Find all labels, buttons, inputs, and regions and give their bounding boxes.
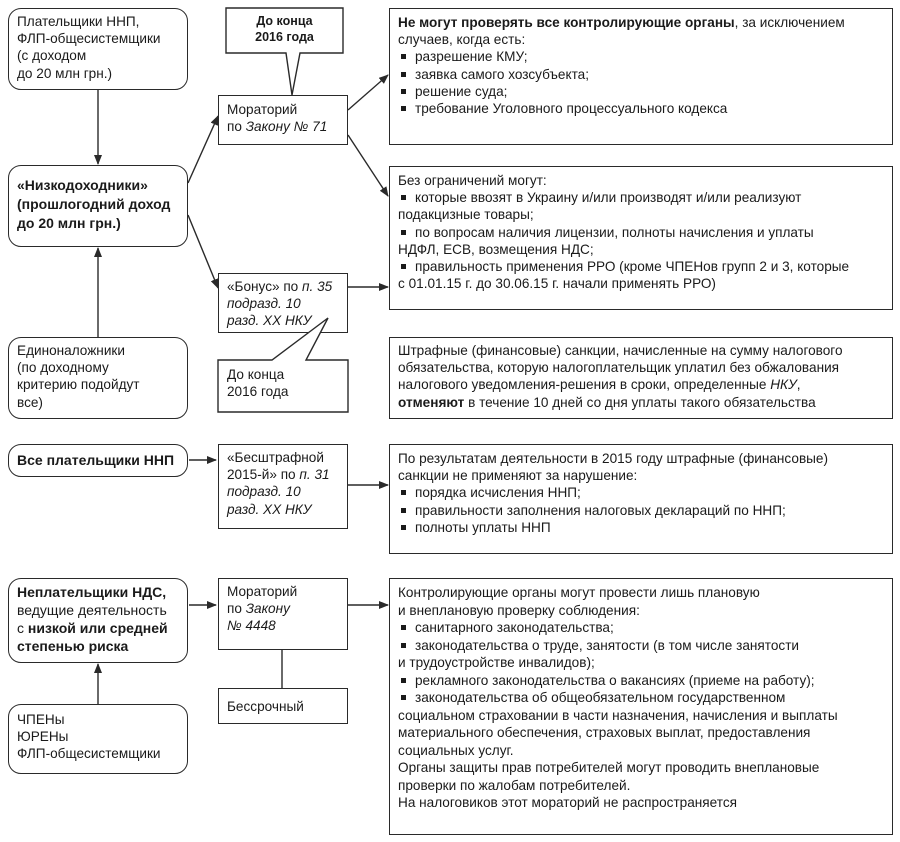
- cannot-check-item: требование Уголовного процессуального ко…: [398, 100, 892, 117]
- payers-box: Плательщики ННП, ФЛП-общесистемщики (с д…: [8, 8, 188, 90]
- penalty-free-box: «Бесштрафной 2015-й» по п. 31 подразд. 1…: [218, 444, 348, 529]
- arrow-lowincome-to-bonus: [187, 214, 219, 289]
- results-item: правильности заполнения налоговых деклар…: [398, 502, 892, 519]
- controls-item: рекламного законодательства о вакансиях …: [398, 672, 892, 690]
- all-payers-box: Все плательщики ННП: [8, 444, 188, 477]
- controls-item: санитарного законодательства;: [398, 619, 892, 637]
- penalties-box: Штрафные (финансовые) санкции, начисленн…: [389, 337, 893, 419]
- cannot-check-item: заявка самого хозсубъекта;: [398, 66, 892, 83]
- cannot-check-item: разрешение КМУ;: [398, 48, 892, 65]
- arrow-moratorium-to-unlimited: [347, 134, 389, 197]
- indefinite-box: Бессрочный: [218, 688, 348, 724]
- non-vat-box: Неплательщики НДС, ведущие деятельность …: [8, 578, 188, 663]
- moratorium-71-box: Мораторий по Закону № 71: [218, 95, 348, 145]
- cannot-check-box: Не могут проверять все контролирующие ор…: [389, 8, 893, 145]
- moratorium-4448-box: Мораторий по Закону № 4448: [218, 578, 348, 650]
- cannot-check-item: решение суда;: [398, 83, 892, 100]
- single-tax-box: Единоналожники (по доходному критерию по…: [8, 337, 188, 419]
- arrow-lowincome-to-moratorium: [187, 115, 219, 184]
- callout-until-2016-top-text: До конца 2016 года: [255, 14, 314, 44]
- results-item: порядка исчисления ННП;: [398, 484, 892, 501]
- controls-item: законодательства о труде, занятости (в т…: [398, 637, 892, 655]
- bonus-box: «Бонус» по п. 35 подразд. 10 разд. XX НК…: [218, 273, 348, 333]
- unlimited-box: Без ограничений могут: которые ввозят в …: [389, 166, 893, 310]
- arrow-moratorium-to-cannotcheck: [347, 74, 389, 111]
- controls-item: законодательства об общеобязательном гос…: [398, 689, 892, 707]
- entities-box: ЧПЕНы ЮРЕНы ФЛП-общесистемщики: [8, 704, 188, 774]
- low-income-box: «Низкодоходники» (прошлогодний доход до …: [8, 165, 188, 247]
- unlimited-item: по вопросам наличия лицензии, полноты на…: [398, 224, 892, 241]
- controls-box: Контролирующие органы могут провести лиш…: [389, 578, 893, 835]
- until-2016-bottom-text: До конца 2016 года: [227, 367, 289, 400]
- results-item: полноты уплаты ННП: [398, 519, 892, 536]
- results-box: По результатам деятельности в 2015 году …: [389, 444, 893, 554]
- unlimited-item: которые ввозят в Украину и/или производя…: [398, 189, 892, 206]
- unlimited-item: правильность применения РРО (кроме ЧПЕНо…: [398, 258, 892, 275]
